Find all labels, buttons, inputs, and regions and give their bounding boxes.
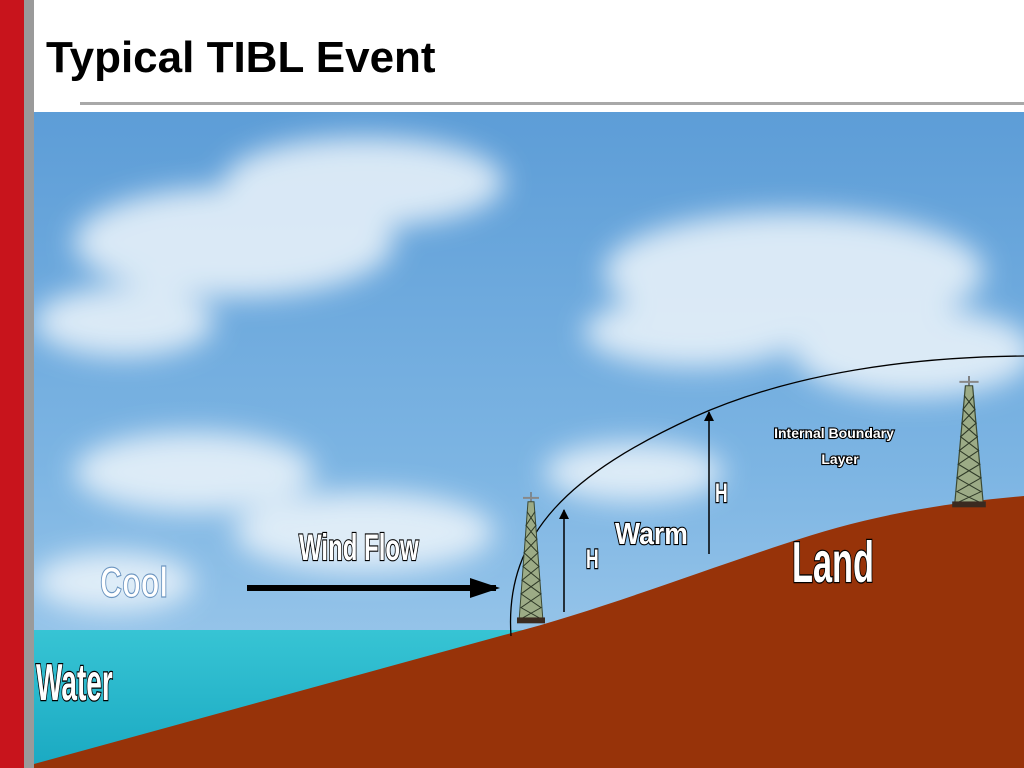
title-divider bbox=[80, 102, 1024, 105]
tibl-diagram: Cool Water Wind Flow H Warm H Land Inter… bbox=[34, 112, 1024, 768]
ibl-label-line2: Layer bbox=[821, 451, 859, 467]
land-label: Land bbox=[792, 530, 874, 594]
ibl-label-line1: Internal Boundary bbox=[774, 425, 894, 441]
height-label-left: H bbox=[586, 544, 599, 573]
wind-flow-arrowhead bbox=[470, 578, 500, 598]
left-accent-shadow bbox=[24, 0, 34, 768]
height-label-right: H bbox=[715, 478, 728, 507]
water-label: Water bbox=[36, 653, 113, 712]
land-mass bbox=[34, 496, 1024, 768]
left-accent-bar bbox=[0, 0, 24, 768]
wind-flow-label: Wind Flow bbox=[299, 527, 419, 568]
cool-label: Cool bbox=[100, 558, 168, 606]
warm-label: Warm bbox=[615, 517, 688, 551]
slide-title: Typical TIBL Event bbox=[46, 33, 436, 82]
clouds bbox=[34, 137, 1024, 612]
